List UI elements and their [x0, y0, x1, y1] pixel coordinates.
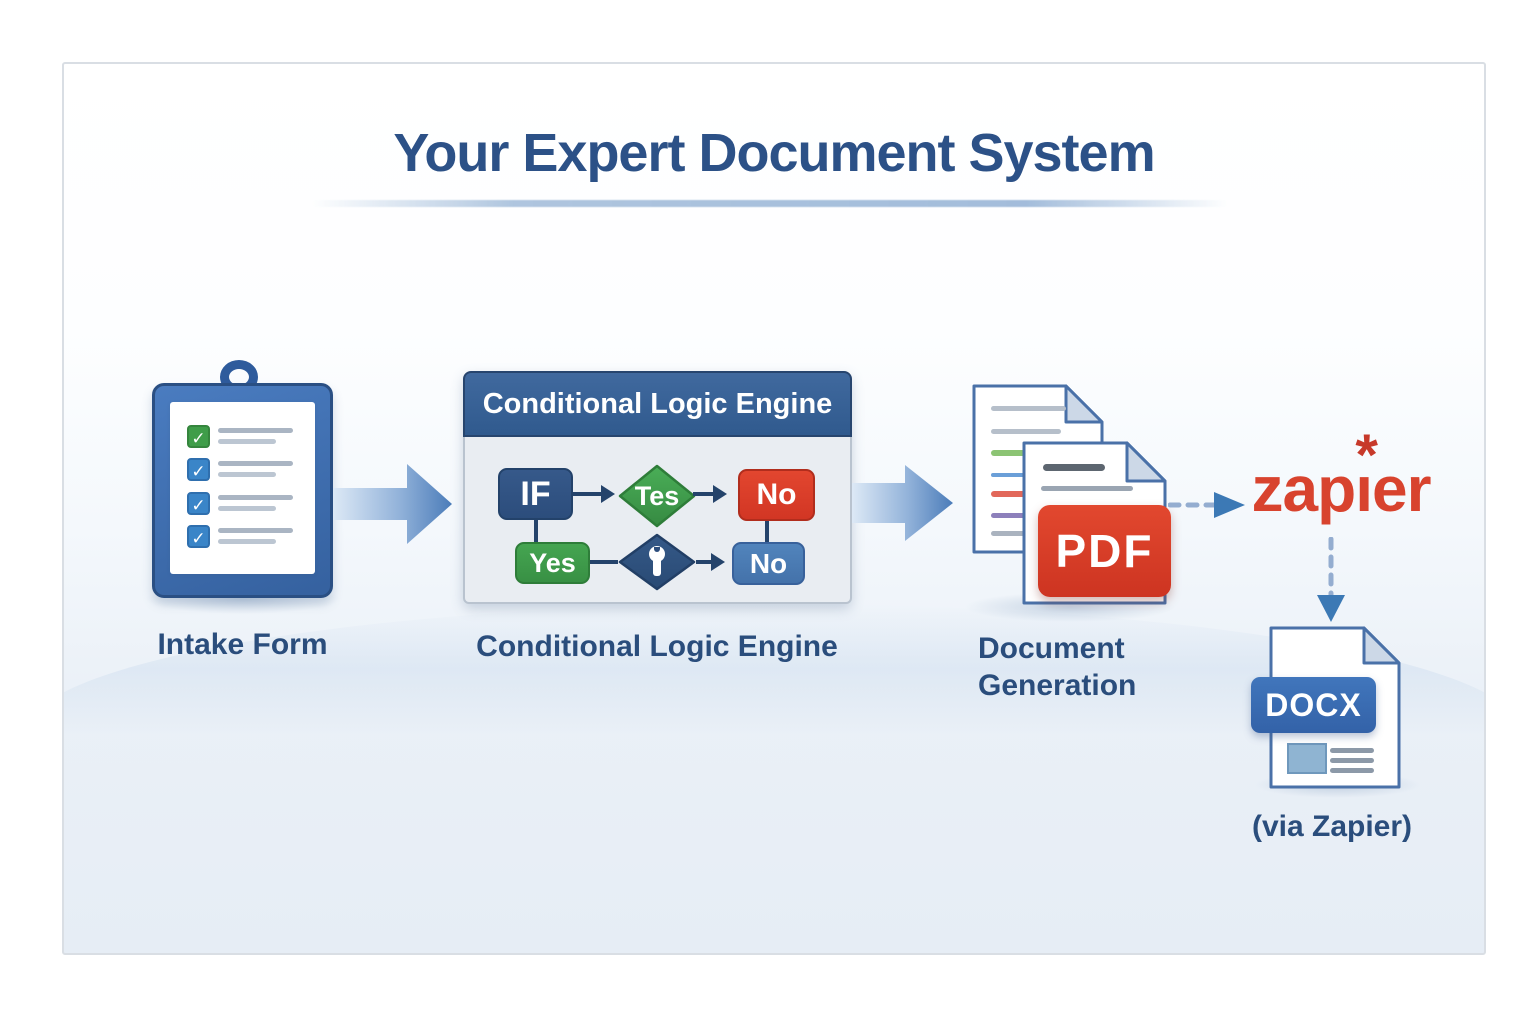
dashed-arrow-down-icon [1317, 537, 1345, 622]
connector-line [693, 492, 713, 496]
pdf-badge: PDF [1038, 505, 1171, 597]
checklist-row: ✓ [170, 458, 315, 484]
key-icon [648, 546, 666, 578]
checkbox-checked-icon: ✓ [187, 525, 210, 548]
zapier-logo-i: ı [1355, 453, 1373, 525]
no-node-top: No [738, 469, 815, 521]
if-node: IF [498, 468, 573, 520]
connector-arrowhead-icon [601, 485, 615, 503]
conditional-logic-engine-panel: Conditional Logic Engine IF Tes No Yes [463, 371, 852, 604]
checklist-row: ✓ [170, 492, 315, 518]
yes-node: Yes [515, 542, 590, 584]
text-line [218, 461, 293, 466]
zapier-logo-text-after-i: er [1371, 453, 1431, 525]
checkbox-checked-icon: ✓ [187, 458, 210, 481]
decision-diamond-top: Tes [618, 464, 696, 528]
checklist-row: ✓ [170, 425, 315, 451]
document-generation-caption: Document Generation [978, 630, 1136, 704]
document-generation-caption-line1: Document [978, 632, 1125, 665]
intake-form-caption: Intake Form [157, 628, 328, 661]
flow-arrow-icon [852, 465, 953, 541]
page-title: Your Expert Document System [393, 123, 1155, 183]
connector-arrowhead-icon [713, 485, 727, 503]
connector-arrowhead-icon [711, 553, 725, 571]
connector-line [765, 521, 769, 543]
text-line [218, 539, 276, 544]
connector-line [696, 560, 711, 564]
text-line [218, 439, 276, 444]
docx-badge: DOCX [1251, 677, 1376, 733]
checkbox-checked-icon: ✓ [187, 425, 210, 448]
dashed-arrow-right-icon [1168, 492, 1245, 518]
connector-line [573, 492, 601, 496]
checklist-row: ✓ [170, 525, 315, 551]
clipboard-paper: ✓ ✓ ✓ ✓ [170, 402, 315, 574]
text-line [218, 506, 276, 511]
text-line [218, 528, 293, 533]
logic-engine-caption: Conditional Logic Engine [476, 630, 838, 663]
connector-line [590, 560, 618, 564]
decision-diamond-bottom [618, 533, 696, 591]
via-zapier-caption: (via Zapier) [1251, 810, 1413, 843]
text-line [218, 472, 276, 477]
text-line [218, 428, 293, 433]
connector-line [534, 520, 538, 543]
zapier-logo-text-before-i: zap [1251, 453, 1357, 525]
text-line [218, 495, 293, 500]
no-node-bottom: No [732, 542, 805, 585]
document-generation-caption-line2: Generation [978, 669, 1137, 702]
flow-arrow-icon [333, 464, 452, 544]
logic-engine-header: Conditional Logic Engine [463, 371, 852, 437]
decision-diamond-top-label: Tes [634, 480, 680, 511]
checkbox-checked-icon: ✓ [187, 492, 210, 515]
title-underline [312, 200, 1228, 207]
zapier-asterisk-icon: * [1355, 423, 1378, 488]
